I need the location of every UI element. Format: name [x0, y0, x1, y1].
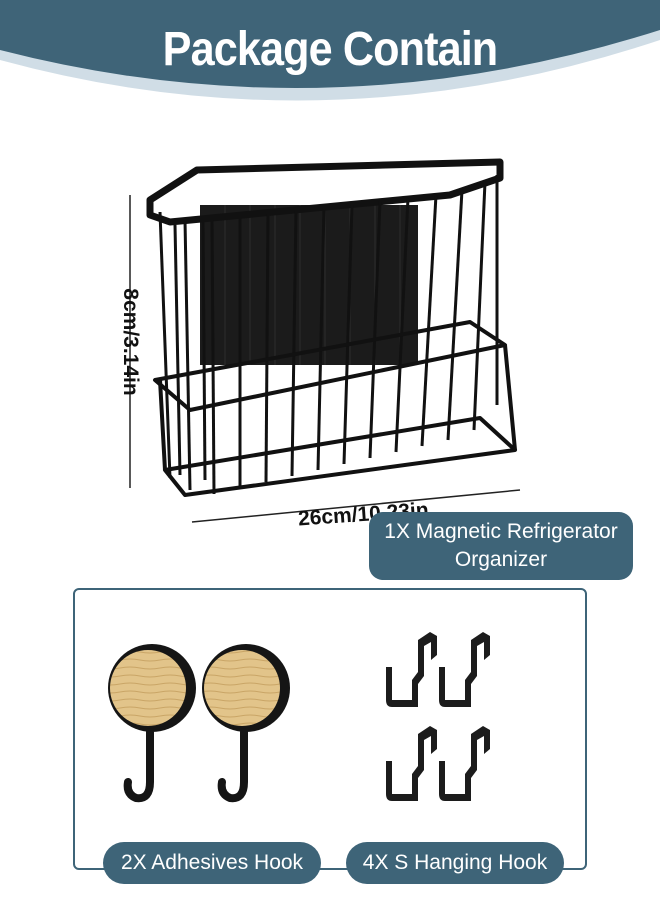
- s-hook-label: 4X S Hanging Hook: [346, 842, 564, 884]
- accessories-box: [73, 588, 587, 870]
- main-item-label: 1X Magnetic Refrigerator Organizer: [369, 512, 633, 580]
- main-item-name-line2: Organizer: [454, 548, 548, 571]
- adhesive-hook-label: 2X Adhesives Hook: [103, 842, 321, 884]
- page-title: Package Contain: [162, 23, 499, 76]
- main-item-name-line1: 1X Magnetic Refrigerator: [384, 519, 618, 543]
- header-banner: [0, 0, 660, 101]
- adhesive-hook-icon: [202, 644, 290, 803]
- adhesive-hook-icon: [108, 644, 196, 803]
